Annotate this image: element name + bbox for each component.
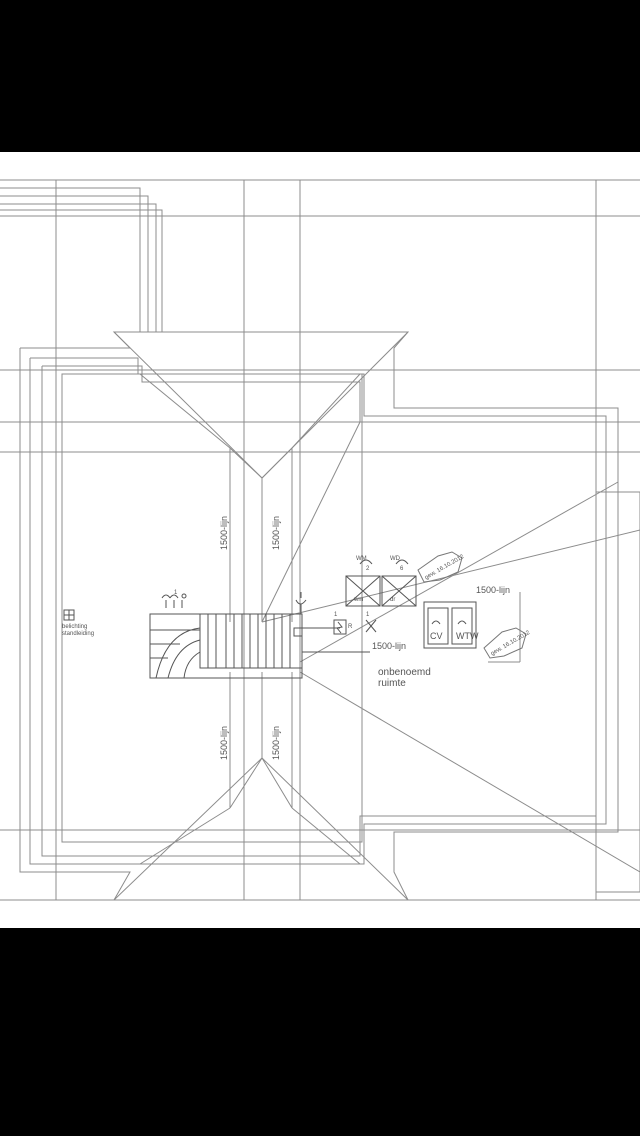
top-letterbox	[0, 0, 640, 152]
dimension-label-lower-right: 1500-lijn	[271, 725, 281, 760]
bottom-letterbox	[0, 928, 640, 1136]
dimension-label-upper-left: 1500-lijn	[219, 515, 229, 550]
socket-number: 1	[174, 590, 178, 596]
left-note-line1: belichting	[62, 624, 88, 630]
switch-number: 1	[334, 612, 338, 618]
room-name-line2: ruimte	[378, 678, 406, 689]
floor-plan-lines	[0, 179, 640, 901]
room-name-line1: onbenoemd	[378, 667, 431, 678]
cv-unit-label: CV	[430, 631, 443, 641]
wd-tag: WD	[390, 556, 400, 562]
dimension-label-upper-right: 1500-lijn	[271, 515, 281, 550]
dryer-box-label: dr	[390, 597, 396, 603]
floor-plan-drawing: 1500-lijn 1500-lijn 1500-lijn 1500-lijn …	[0, 152, 640, 928]
dimension-label-right: 1500-lijn	[476, 585, 511, 595]
switch-label: R	[348, 624, 353, 630]
wd-number: 6	[400, 566, 404, 572]
dimension-label-lower-left: 1500-lijn	[219, 725, 229, 760]
washer-box-label: wm	[354, 597, 364, 603]
light-number: 1	[366, 612, 370, 618]
left-note-line2: standleiding	[62, 631, 95, 637]
wm-number: 2	[366, 566, 370, 572]
dimension-label-center: 1500-lijn	[372, 641, 407, 651]
wtw-unit-label: WTW	[456, 631, 479, 641]
wm-tag: WM	[356, 556, 367, 562]
